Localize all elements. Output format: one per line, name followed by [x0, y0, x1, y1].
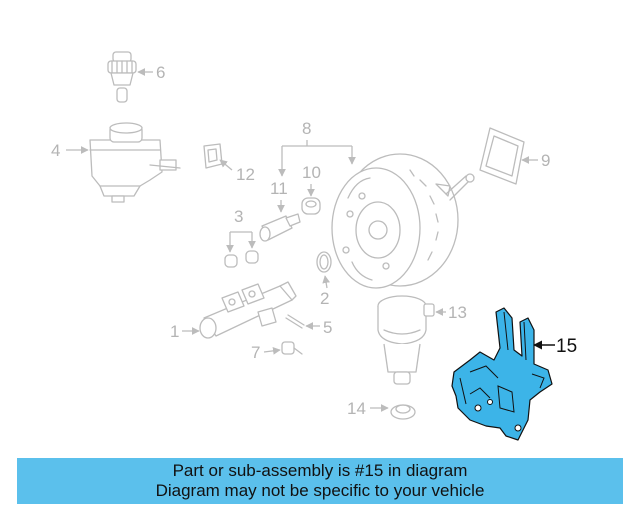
- part-10-grommet: [301, 197, 321, 215]
- callout-15: 15: [556, 336, 577, 357]
- callout-3: 3: [234, 207, 243, 226]
- callout-2: 2: [320, 289, 329, 308]
- callout-8: 8: [302, 119, 311, 138]
- callout-4: 4: [51, 141, 60, 160]
- part-7-fitting: [281, 341, 303, 355]
- part-2-o-ring: [316, 251, 332, 273]
- part-1-master-cylinder: [199, 281, 297, 339]
- callout-12: 12: [236, 165, 255, 184]
- info-banner: Part or sub-assembly is #15 in diagram D…: [17, 458, 623, 504]
- part-9-gasket: [479, 127, 525, 185]
- callout-10: 10: [302, 163, 321, 182]
- callout-11: 11: [270, 179, 288, 198]
- part-6-reservoir-cap: [107, 51, 137, 103]
- part-13-pump: [377, 295, 435, 385]
- part-14-grommet: [390, 404, 416, 420]
- callout-13: 13: [448, 303, 467, 322]
- callout-6: 6: [156, 63, 165, 82]
- part-15-bracket: [451, 307, 553, 441]
- part-3-bleeder: [224, 250, 259, 268]
- callout-14: 14: [347, 399, 366, 418]
- callout-7: 7: [251, 343, 260, 362]
- bracket-body: [451, 307, 553, 441]
- brake-booster: [331, 153, 475, 289]
- parts-diagram: 6 4 12 8 11 10 9: [51, 51, 577, 441]
- banner-line-2: Diagram may not be specific to your vehi…: [155, 481, 485, 500]
- banner-line-1: Part or sub-assembly is #15 in diagram: [172, 461, 468, 480]
- part-5-pin: [285, 314, 305, 329]
- part-11-sensor: [259, 213, 301, 242]
- part-4-reservoir: [89, 122, 181, 203]
- callout-9: 9: [541, 151, 550, 170]
- callout-5: 5: [323, 318, 332, 337]
- callout-1: 1: [170, 322, 179, 341]
- part-12-clip: [203, 143, 223, 169]
